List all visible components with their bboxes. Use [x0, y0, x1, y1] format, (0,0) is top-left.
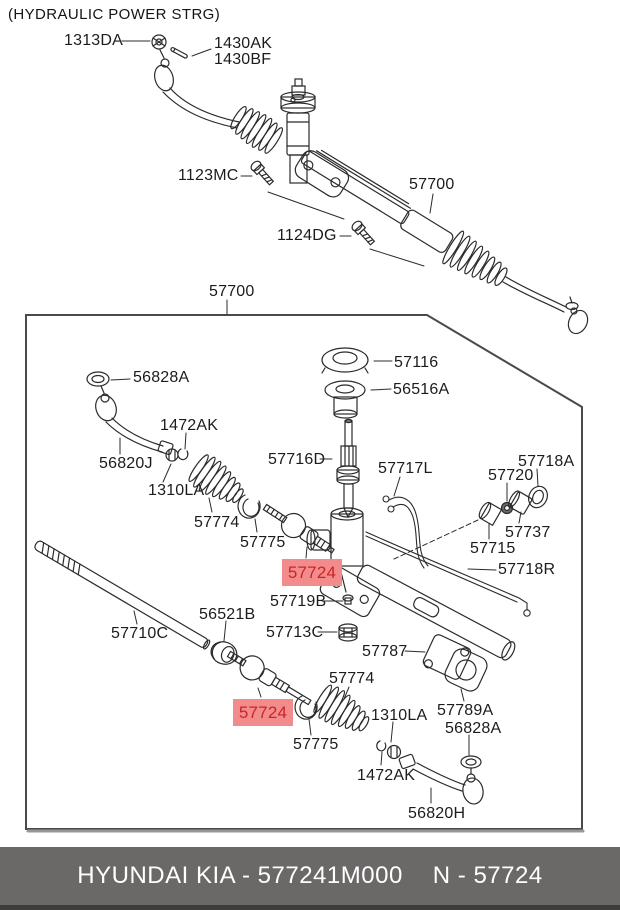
ring-57718a-drawing — [528, 485, 548, 509]
left-bellows-drawing — [230, 105, 284, 154]
part-label: 1310LA — [371, 707, 428, 724]
part-label: 57774 — [194, 514, 240, 531]
part-label: 57775 — [293, 736, 339, 753]
part-label: 57787 — [362, 643, 408, 660]
lower-nut-clip-drawing — [376, 740, 402, 760]
part-label: 56820H — [408, 805, 466, 822]
part-label: 57116 — [394, 354, 439, 371]
rack-bar-drawing — [34, 540, 211, 650]
page-title: (HYDRAULIC POWER STRG) — [8, 6, 221, 23]
part-label: 57789A — [437, 702, 494, 719]
part-label: 57717L — [378, 460, 433, 477]
part-label: 57720 — [488, 467, 534, 484]
part-label: 57718A — [518, 453, 575, 470]
part-label: 1123MC — [178, 167, 239, 184]
plug-57713c-drawing — [338, 623, 358, 642]
tie-rod-56820h-drawing — [398, 753, 484, 805]
cover-56516a-drawing — [324, 380, 366, 419]
part-label: 56820J — [99, 455, 153, 472]
part-label: 57774 — [329, 670, 375, 687]
castle-nut-drawing — [151, 34, 167, 50]
mount-bracket-drawing — [294, 150, 350, 198]
footer-reference: N - 57724 — [432, 862, 543, 889]
part-label: 1472AK — [357, 767, 416, 784]
lower-bellows-drawing — [313, 684, 370, 732]
valve-assembly-drawing — [280, 78, 316, 184]
assembled-rack-drawing — [151, 34, 589, 335]
rack-tube-drawing — [300, 149, 508, 287]
part-label: 57710C — [111, 625, 169, 642]
inner-tie-rod-upper-drawing — [262, 503, 335, 554]
upper-bellows-drawing — [188, 454, 244, 504]
split-pin-drawing — [170, 47, 188, 59]
part-label: 56516A — [393, 381, 450, 398]
part-label: 57713C — [266, 624, 324, 641]
part-label: 57775 — [240, 534, 286, 551]
part-label: 1313DA — [64, 32, 124, 49]
footer-bar: HYUNDAI KIA - 577241M000 N - 57724 — [0, 847, 620, 910]
plug-57737-drawing — [508, 490, 533, 515]
part-label: 56828A — [445, 720, 502, 737]
bushing-56521b-drawing — [210, 641, 238, 665]
tie-rod-end-left-drawing — [154, 49, 240, 129]
upper-clamp-drawing — [237, 494, 261, 519]
pipes-drawing — [365, 495, 531, 617]
bolt-1123mc-drawing — [250, 160, 275, 186]
bolt-1124dg-drawing — [351, 220, 376, 246]
lower-clamp-drawing — [294, 695, 318, 720]
tie-rod-56820j-drawing — [86, 371, 189, 462]
part-label: 57718R — [498, 561, 556, 578]
part-label: 56521B — [199, 606, 256, 623]
part-label-highlight: 57724 — [233, 699, 293, 726]
part-label: 56828A — [133, 369, 190, 386]
rubber-57789a-drawing — [444, 648, 488, 692]
part-label: 1124DG — [277, 227, 337, 244]
part-label: 57719B — [270, 593, 327, 610]
exploded-view-box — [25, 299, 585, 833]
exploded-view-drawing — [34, 347, 548, 805]
part-label: 57700 — [209, 283, 255, 300]
mount-57116-drawing — [321, 347, 369, 374]
part-label: 57737 — [505, 524, 551, 541]
pinion-shaft-drawing — [336, 418, 360, 519]
bracket-57787-drawing — [422, 634, 472, 680]
tie-rod-end-right-drawing — [502, 276, 589, 335]
inner-tie-rod-lower-drawing — [226, 650, 312, 706]
part-label: 57715 — [470, 540, 516, 557]
part-label: 1472AK — [160, 417, 219, 434]
cap-57715-drawing — [478, 501, 503, 527]
part-label-highlight: 57724 — [282, 559, 342, 586]
part-label: 1430AK — [214, 35, 273, 52]
part-label: 1430BF — [214, 51, 272, 68]
part-label: 57716D — [268, 451, 326, 468]
part-label: 57700 — [409, 176, 455, 193]
footer-part-number: HYUNDAI KIA - 577241M000 — [77, 862, 403, 889]
part-label: 1310LA — [148, 482, 205, 499]
